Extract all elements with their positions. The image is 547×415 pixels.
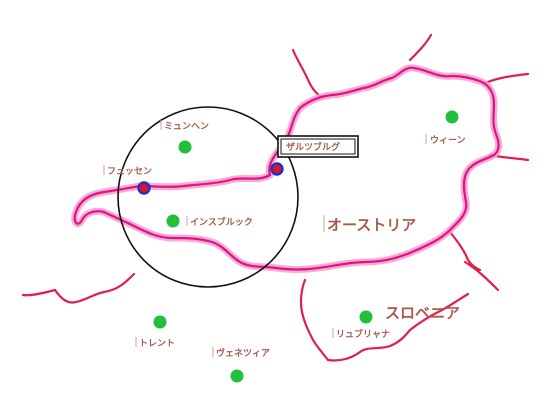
border-switzerland-italy bbox=[53, 272, 136, 304]
city-dots bbox=[153, 110, 459, 383]
border-croatia bbox=[463, 260, 500, 292]
label-salzburg: ザルツブルグ bbox=[286, 141, 340, 153]
marker-fussen bbox=[137, 181, 151, 195]
label-innsbruck: インスブルック bbox=[190, 216, 253, 228]
border-slovenia-hungary bbox=[448, 230, 482, 272]
highlight-markers bbox=[137, 162, 284, 195]
city-dot-innsbruck bbox=[166, 214, 180, 228]
label-ljubljana: リュブリャナ bbox=[336, 328, 390, 340]
label-slovenia: スロベニア bbox=[385, 304, 460, 322]
city-dot-ljubljana bbox=[359, 310, 373, 324]
border-slovenia-west bbox=[299, 278, 330, 362]
salzburg-box-outer bbox=[277, 135, 359, 158]
label-fussen: フュッセン bbox=[107, 166, 152, 177]
city-dot-venice bbox=[230, 369, 244, 383]
city-dot-munich bbox=[178, 140, 192, 154]
label-munich: ミュンヘン bbox=[164, 121, 209, 132]
border-italy-west bbox=[21, 288, 57, 297]
region-circle bbox=[117, 106, 299, 288]
label-ticks bbox=[103, 120, 427, 357]
city-dot-trento bbox=[153, 315, 167, 329]
label-trento: トレント bbox=[139, 338, 175, 349]
label-venice: ヴェネツィア bbox=[216, 347, 270, 359]
border-north-czech bbox=[408, 33, 433, 62]
label-austria: オーストリア bbox=[327, 216, 416, 234]
austria-border-line bbox=[73, 66, 500, 271]
austria-border bbox=[71, 64, 503, 273]
salzburg-callout: ザルツブルグ bbox=[277, 135, 359, 158]
border-north-germany-czech bbox=[291, 48, 324, 99]
label-vienna: ウィーン bbox=[430, 135, 466, 146]
city-dot-vienna bbox=[445, 110, 459, 124]
border-slovenia-south bbox=[326, 292, 470, 362]
border-northeast-slovakia bbox=[481, 72, 530, 86]
marker-salzburg bbox=[270, 162, 284, 176]
salzburg-box-inner bbox=[280, 138, 356, 155]
